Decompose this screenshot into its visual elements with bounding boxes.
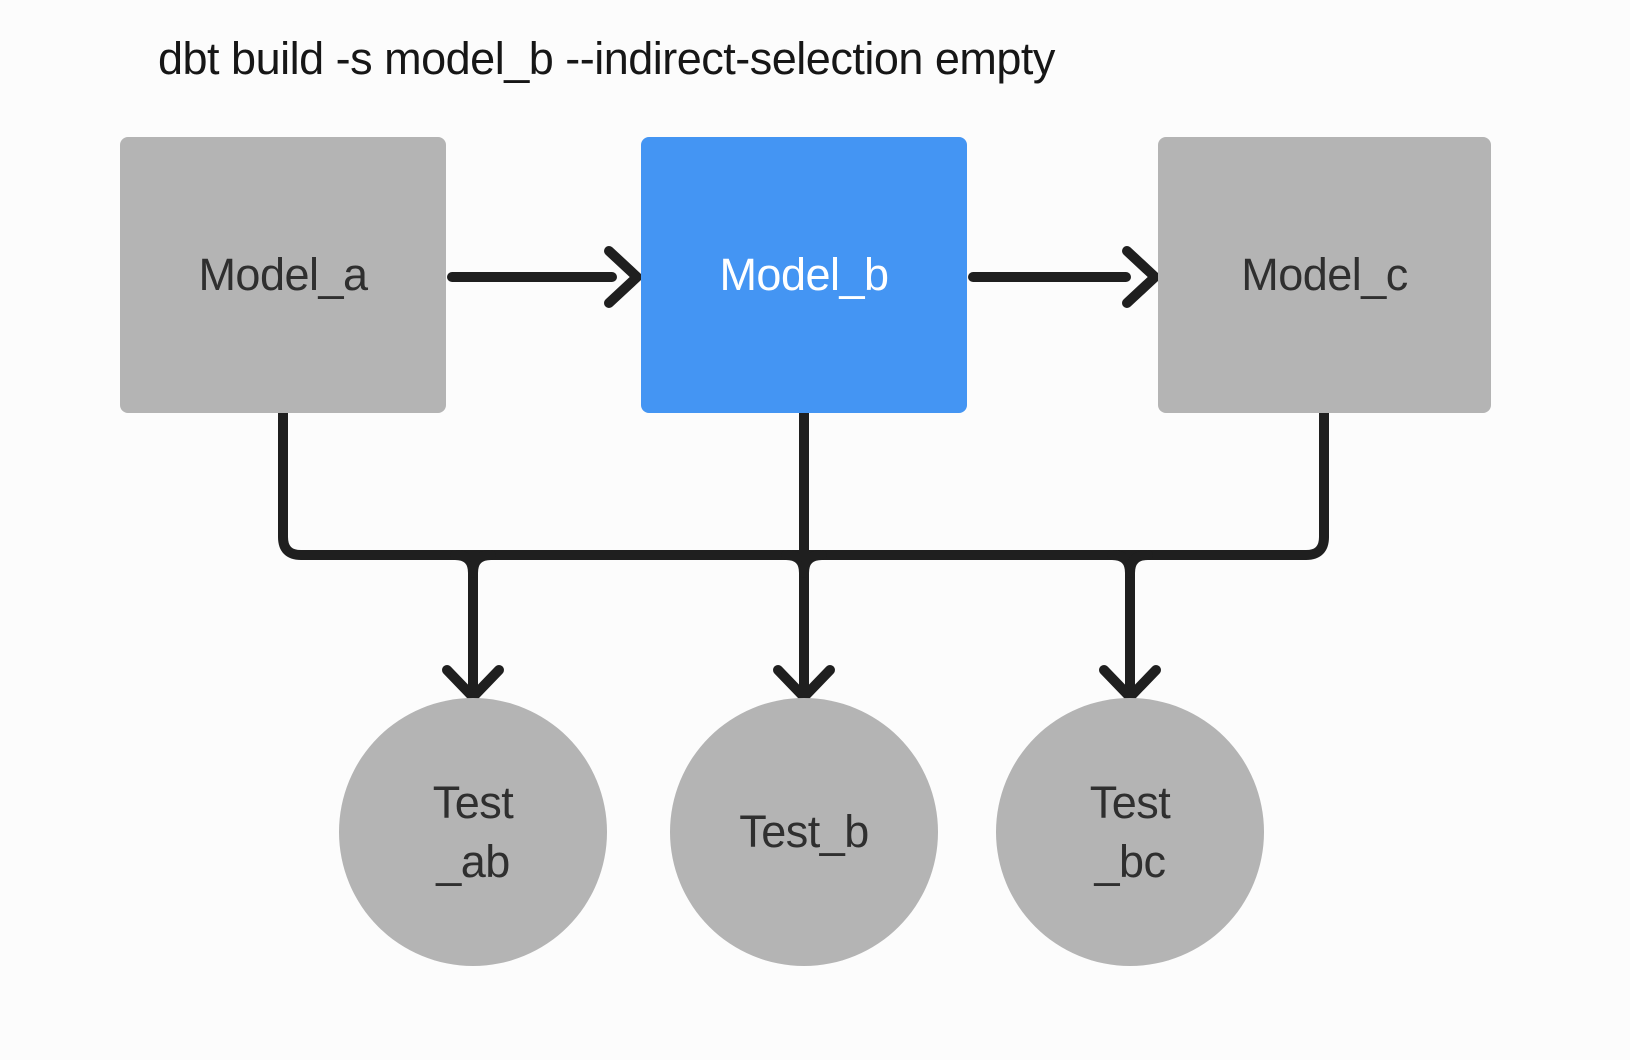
- node-test-bc: Test _bc: [996, 698, 1264, 966]
- node-test-bc-label-line2: _bc: [1094, 836, 1166, 887]
- edge-branch-to-test-bc: [1099, 550, 1161, 702]
- node-test-bc-label-line1: Test: [1089, 776, 1171, 828]
- edge-branch-to-test-ab: [442, 550, 504, 702]
- node-model-b: Model_b: [641, 137, 967, 413]
- node-model-b-label: Model_b: [719, 249, 889, 300]
- node-test-ab-label-line1: Test: [432, 776, 514, 828]
- node-model-a: Model_a: [120, 137, 446, 413]
- node-test-b: Test_b: [670, 698, 938, 966]
- node-model-a-label: Model_a: [198, 249, 368, 300]
- edge-model-a-to-model-b: [447, 246, 642, 308]
- node-model-c: Model_c: [1158, 137, 1491, 413]
- edge-model-b-to-model-c: [968, 246, 1160, 308]
- node-test-b-label: Test_b: [739, 806, 869, 858]
- command-title: dbt build -s model_b --indirect-selectio…: [158, 33, 1055, 84]
- node-model-c-label: Model_c: [1241, 249, 1408, 300]
- edge-model-b-to-test-b: [773, 408, 835, 702]
- node-test-ab: Test _ab: [339, 698, 607, 966]
- node-test-ab-label-line2: _ab: [436, 836, 510, 887]
